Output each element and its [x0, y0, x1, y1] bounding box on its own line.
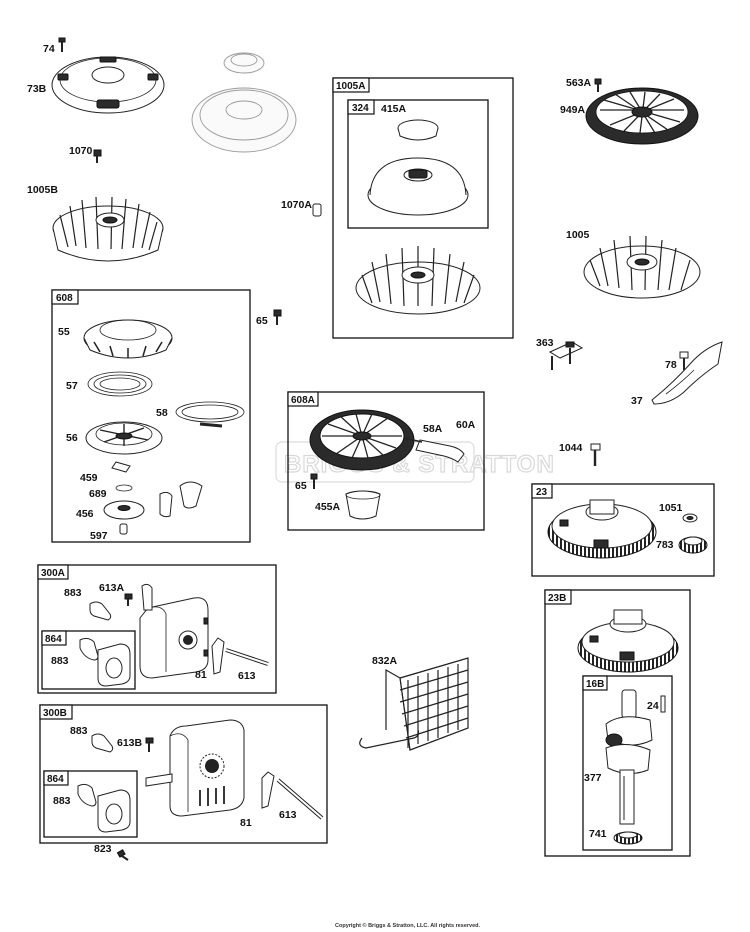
label-613B: 613B	[117, 737, 143, 749]
bolt-823	[116, 849, 129, 861]
part-labels: 74 73B 1070 1005B 1070A 415A 563A 949A 1…	[27, 43, 683, 855]
box-23: 23	[531, 483, 715, 577]
svg-text:864: 864	[45, 634, 62, 645]
svg-text:300A: 300A	[41, 568, 65, 579]
box-1005A: 1005A 324	[332, 77, 514, 339]
screen-cover-73B	[51, 56, 165, 114]
bolt-65	[273, 309, 282, 325]
label-949A: 949A	[560, 104, 586, 116]
label-58: 58	[156, 407, 168, 419]
guard-832A	[359, 657, 469, 751]
rotating-screen	[191, 52, 297, 153]
label-57: 57	[66, 380, 78, 392]
label-1070A: 1070A	[281, 199, 312, 211]
svg-text:864: 864	[47, 774, 64, 785]
label-415A: 415A	[381, 103, 407, 115]
label-65-top: 65	[256, 315, 268, 327]
label-78: 78	[665, 359, 677, 371]
label-56: 56	[66, 432, 78, 444]
label-459: 459	[80, 472, 98, 484]
shield-37	[651, 341, 723, 405]
box-300A: 300A	[37, 564, 277, 694]
label-1005: 1005	[566, 229, 590, 241]
label-613-300B: 613	[279, 809, 297, 821]
label-60A: 60A	[456, 419, 476, 431]
label-81-300A: 81	[195, 669, 207, 681]
label-597: 597	[90, 530, 108, 542]
fan-1005B	[52, 196, 164, 262]
box-864a: 864	[41, 630, 136, 690]
bracket-363	[548, 341, 584, 370]
label-613A: 613A	[99, 582, 125, 594]
bolt-1070A	[312, 203, 322, 217]
label-883-300A: 883	[64, 587, 82, 599]
box-16B: 16B	[582, 675, 673, 851]
box-608A: 608A	[287, 391, 485, 531]
box-300B: 300B	[39, 704, 328, 844]
svg-text:300B: 300B	[43, 708, 67, 719]
box-608: 608	[51, 289, 251, 543]
label-55: 55	[58, 326, 70, 338]
label-65-608A: 65	[295, 480, 307, 492]
bolt-1044	[590, 443, 601, 466]
svg-text:23B: 23B	[548, 593, 566, 604]
svg-text:608: 608	[56, 293, 73, 304]
label-1005B: 1005B	[27, 184, 58, 196]
label-1051: 1051	[659, 502, 683, 514]
svg-text:16B: 16B	[586, 679, 604, 690]
copyright-text: Copyright © Briggs & Stratton, LLC. All …	[335, 922, 481, 929]
svg-text:23: 23	[536, 487, 548, 498]
bolt-74	[58, 37, 66, 52]
label-37: 37	[631, 395, 643, 407]
label-563A: 563A	[566, 77, 592, 89]
svg-text:1005A: 1005A	[336, 81, 365, 92]
label-377: 377	[584, 772, 602, 784]
label-73B: 73B	[27, 83, 47, 95]
label-1070: 1070	[69, 145, 93, 157]
label-883-864a: 883	[51, 655, 69, 667]
bolt-78	[679, 351, 689, 370]
svg-text:608A: 608A	[291, 395, 315, 406]
label-455A: 455A	[315, 501, 341, 513]
label-823: 823	[94, 843, 112, 855]
label-456: 456	[76, 508, 94, 520]
label-883-864b: 883	[53, 795, 71, 807]
screen-949A	[585, 87, 699, 145]
label-741: 741	[589, 828, 607, 840]
label-58A: 58A	[423, 423, 443, 435]
label-689: 689	[89, 488, 107, 500]
label-1044: 1044	[559, 442, 583, 454]
label-783: 783	[656, 539, 674, 551]
label-883-300B: 883	[70, 725, 88, 737]
box-864b: 864	[43, 770, 138, 838]
label-363: 363	[536, 337, 554, 349]
label-613-300A: 613	[238, 670, 256, 682]
fan-1005	[583, 235, 701, 299]
box-23B: 23B	[544, 589, 691, 857]
bolt-1070	[93, 149, 102, 163]
label-81-300B: 81	[240, 817, 252, 829]
bolt-563A	[594, 78, 602, 92]
label-24: 24	[647, 700, 659, 712]
label-832A: 832A	[372, 655, 398, 667]
label-74: 74	[43, 43, 55, 55]
svg-text:324: 324	[352, 103, 369, 114]
